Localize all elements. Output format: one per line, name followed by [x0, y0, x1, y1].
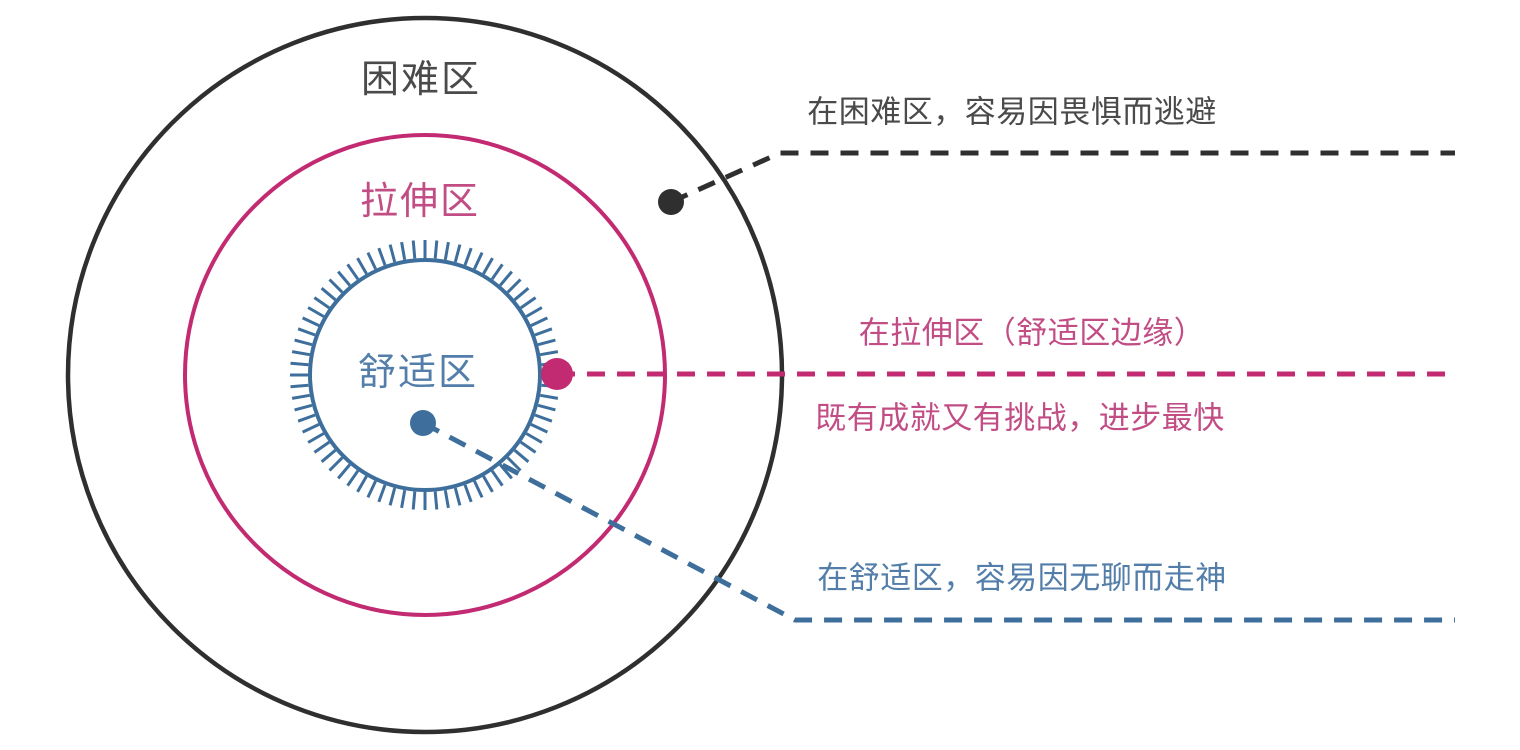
stretch-zone-annotation-bottom: 既有成就又有挑战，进步最快 — [815, 400, 1225, 436]
difficult-zone-connector-line — [669, 150, 1455, 205]
comfort-zone-connector-line — [421, 420, 1455, 623]
stretch-zone-annotation-top: 在拉伸区（舒适区边缘） — [858, 315, 1206, 351]
stretch-zone-marker-dot — [541, 358, 573, 390]
difficult-zone-annotation: 在困难区，容易因畏惧而逃避 — [807, 94, 1217, 130]
comfort-zone-circle — [308, 258, 542, 492]
difficult-zone-marker-dot — [658, 189, 684, 215]
comfort-zone-annotation: 在舒适区，容易因无聊而走神 — [817, 560, 1227, 596]
stretch-zone-label: 拉伸区 — [359, 181, 481, 223]
comfort-zone-ticks-icon — [290, 240, 560, 510]
difficult-zone-label: 困难区 — [360, 59, 482, 101]
comfort-zone-marker-dot — [410, 410, 436, 436]
comfort-zone-label: 舒适区 — [357, 352, 479, 394]
